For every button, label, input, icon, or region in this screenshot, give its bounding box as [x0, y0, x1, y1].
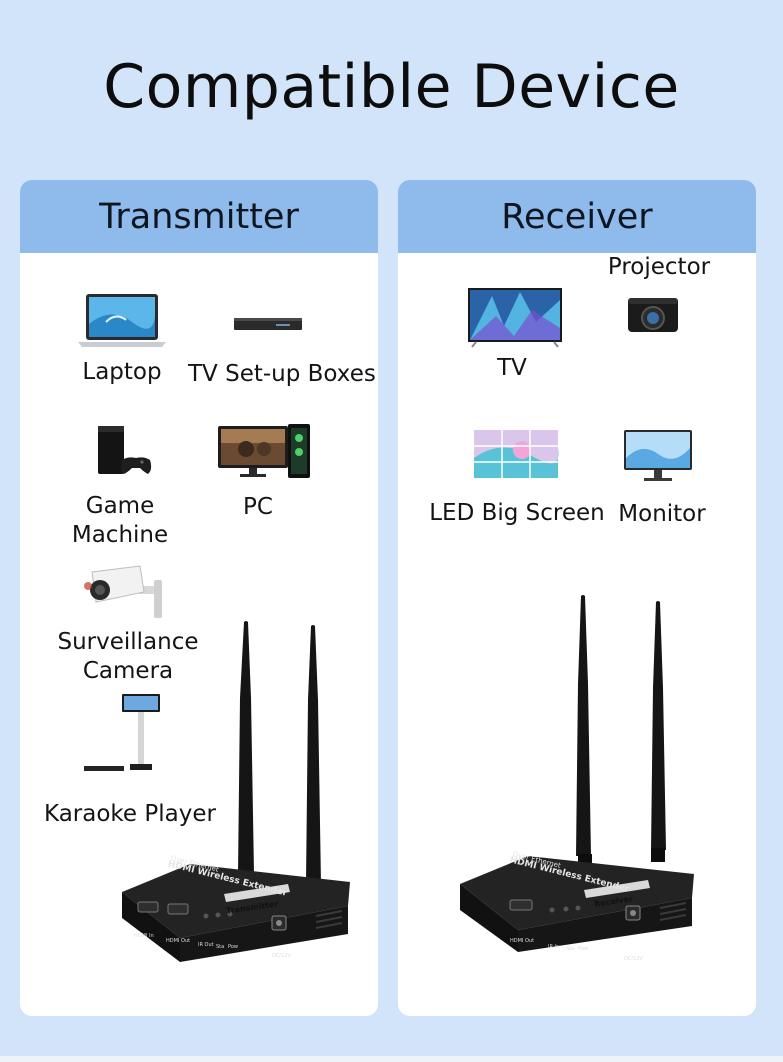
game-console-icon	[98, 426, 152, 474]
port-label: IR In	[548, 944, 560, 950]
set-top-box-icon	[234, 318, 302, 330]
device-label: Monitor	[618, 501, 706, 527]
device-label: TV	[497, 355, 527, 381]
transmitter-heading: Transmitter	[20, 180, 378, 253]
device-label: Game Machine	[71, 493, 169, 548]
device-label: Laptop	[82, 359, 162, 385]
port-label: DC/12V	[624, 956, 643, 962]
transmitter-panel: Transmitter Laptop TV Set-up Boxes Game …	[20, 180, 378, 1016]
transmitter-unit-image	[122, 621, 350, 962]
desktop-pc-icon	[218, 424, 310, 478]
port-label: Sta	[566, 946, 575, 952]
led-wall-icon	[474, 430, 559, 478]
security-camera-icon	[84, 565, 162, 618]
monitor-icon	[624, 430, 692, 481]
karaoke-player-icon	[84, 694, 160, 771]
page-title: Compatible Device	[103, 52, 680, 122]
projector-icon	[628, 298, 678, 332]
device-label: Karaoke Player	[44, 801, 216, 827]
port-label: Sta	[216, 944, 225, 950]
port-label: IR Out	[198, 942, 214, 948]
receiver-panel: Receiver TV Projector LED Big Screen	[398, 180, 756, 1016]
port-label: Pow	[578, 946, 588, 952]
receiver-unit-image	[460, 595, 694, 952]
port-label: HDMI Out	[166, 938, 191, 944]
laptop-icon	[78, 294, 166, 347]
device-label: PC	[243, 494, 273, 520]
device-label: LED Big Screen	[429, 500, 605, 526]
device-label: Projector	[607, 254, 711, 280]
bottom-strip	[0, 1056, 783, 1062]
device-label: Surveillance Camera	[57, 629, 199, 684]
receiver-heading: Receiver	[398, 180, 756, 253]
port-label: Pow	[228, 944, 238, 950]
device-label: TV Set-up Boxes	[188, 361, 376, 387]
port-label: HDMI Out	[510, 938, 535, 944]
tv-icon	[468, 288, 562, 348]
port-label: DC/12V	[272, 953, 291, 959]
port-label: HDMI In	[134, 933, 154, 939]
